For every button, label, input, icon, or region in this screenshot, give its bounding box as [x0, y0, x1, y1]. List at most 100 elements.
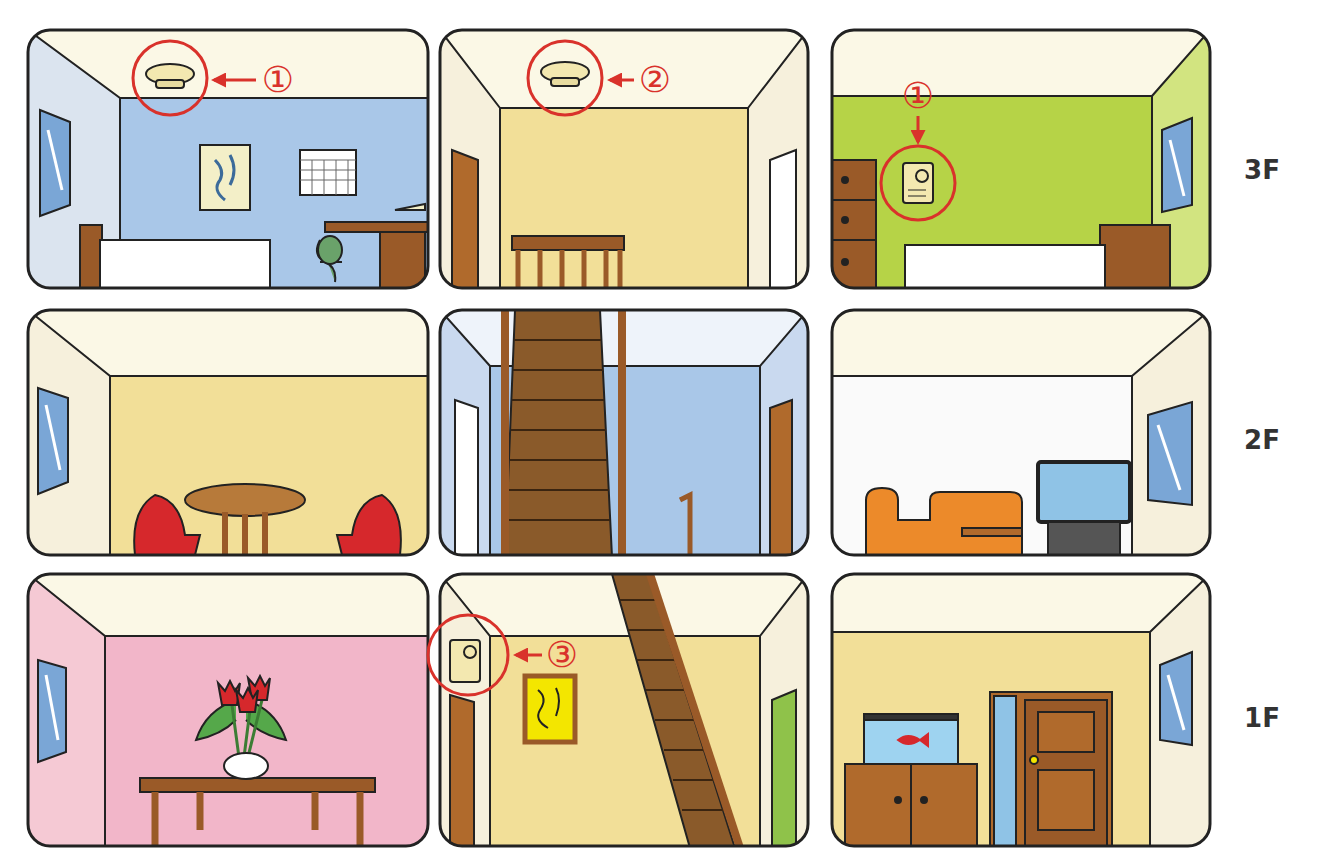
room-detail: [28, 310, 110, 555]
room-detail: [395, 204, 425, 210]
room-detail: [760, 310, 808, 555]
green-bedroom-3f: [832, 30, 1210, 288]
room-detail: [1038, 770, 1094, 830]
room-detail: [155, 792, 360, 846]
room-detail: [455, 400, 478, 555]
room-detail: [505, 310, 612, 555]
room-detail: [440, 30, 500, 288]
room-detail: [440, 310, 490, 555]
room-detail: [1048, 522, 1120, 555]
room-detail: [1038, 462, 1130, 522]
room-detail: [134, 495, 200, 555]
room-detail: [507, 340, 610, 520]
callout-arrow: [516, 654, 542, 657]
panel-frame: [832, 310, 1210, 555]
highlight-circle: [528, 41, 602, 115]
room-detail: [380, 232, 425, 288]
room-detail: [680, 495, 690, 555]
room-detail: [105, 636, 428, 846]
room-detail: [156, 80, 184, 88]
room-detail: [512, 236, 624, 250]
room-detail: [505, 310, 622, 555]
callout-arrow: [214, 79, 256, 82]
room-detail: [895, 797, 901, 803]
room-detail: [46, 675, 58, 740]
room-detail: [200, 145, 250, 210]
panel-frame: [440, 574, 808, 846]
stair-hall-2f: [440, 310, 808, 555]
room-detail: [215, 155, 234, 200]
floor-label: 3F: [1244, 157, 1280, 183]
dining-2f: [28, 310, 428, 555]
entrance-1f: [832, 574, 1210, 846]
room-detail: [337, 495, 401, 555]
room-detail: [300, 150, 356, 195]
highlight-circle: [428, 615, 508, 695]
room-detail: [1030, 756, 1038, 764]
room-detail: [1148, 402, 1192, 505]
room-detail: [908, 190, 926, 196]
room-detail: [910, 764, 912, 846]
room-detail: [40, 110, 70, 216]
room-detail: [842, 259, 848, 265]
room-detail: [452, 150, 478, 288]
room-detail: [46, 405, 60, 470]
room-detail: [525, 676, 575, 742]
room-detail: [236, 688, 258, 712]
room-detail: [100, 240, 270, 288]
room-detail: [300, 160, 356, 195]
bedroom-3f: [28, 30, 428, 288]
room-detail: [770, 150, 796, 288]
room-detail: [842, 217, 848, 223]
room-detail: [224, 753, 268, 779]
callout-number: ①: [902, 78, 934, 114]
room-detail: [832, 376, 1132, 555]
room-detail: [325, 222, 428, 232]
room-detail: [612, 574, 735, 846]
living-2f: [832, 310, 1210, 555]
room-detail: [110, 376, 428, 555]
room-detail: [1168, 675, 1184, 730]
hall-3f: [440, 30, 808, 288]
callout-number: ③: [546, 637, 578, 673]
room-detail: [140, 778, 375, 792]
room-detail: [921, 797, 927, 803]
room-detail: [538, 688, 559, 728]
floor-label: 1F: [1244, 705, 1280, 731]
room-detail: [318, 236, 342, 264]
room-detail: [1025, 700, 1107, 846]
room-detail: [905, 245, 1105, 288]
stair-hall-1f: [440, 574, 808, 846]
room-detail: [225, 512, 265, 555]
room-detail: [1100, 225, 1170, 288]
room-detail: [990, 692, 1112, 846]
room-detail: [832, 160, 876, 288]
room-detail: [450, 640, 480, 682]
room-detail: [1170, 140, 1184, 196]
room-detail: [518, 250, 620, 288]
room-detail: [770, 400, 792, 555]
callout-number: ①: [262, 62, 294, 98]
room-detail: [185, 484, 305, 516]
panel-frame: [28, 574, 428, 846]
room-detail: [500, 108, 748, 288]
room-detail: [551, 78, 579, 86]
panel-frame: [28, 310, 428, 555]
room-detail: [1038, 712, 1094, 752]
room-detail: [1162, 118, 1192, 212]
callout-arrow: [917, 116, 920, 142]
room-detail: [1150, 574, 1210, 846]
room-detail: [845, 764, 977, 846]
room-detail: [48, 130, 62, 190]
room-detail: [1132, 310, 1210, 555]
room-detail: [866, 488, 1022, 555]
floor-label: 2F: [1244, 427, 1280, 453]
room-detail: [80, 225, 102, 288]
panel-frame: [440, 310, 808, 555]
room-detail: [464, 646, 476, 658]
room-detail: [38, 660, 66, 762]
room-detail: [772, 690, 796, 846]
room-detail: [760, 574, 808, 846]
